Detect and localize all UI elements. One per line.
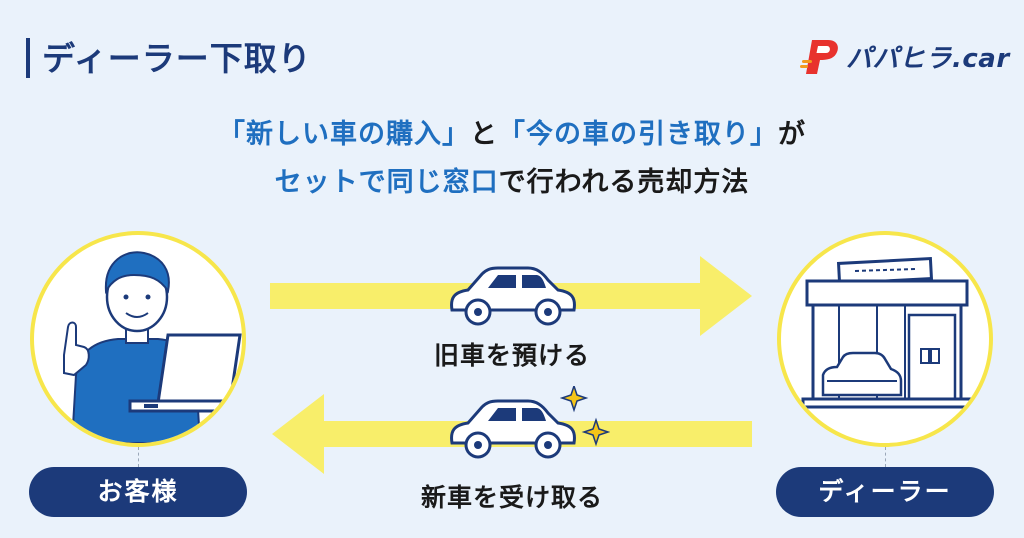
subtitle-text: と bbox=[470, 119, 498, 150]
page-title: ディーラー下取り bbox=[42, 39, 312, 78]
dealer-circle bbox=[777, 231, 993, 447]
connector-line bbox=[885, 447, 886, 467]
logo-p-icon bbox=[800, 40, 838, 74]
old-car-icon bbox=[450, 266, 576, 326]
customer-with-laptop-icon bbox=[63, 251, 242, 443]
new-car-icon bbox=[450, 399, 576, 459]
subtitle-highlight-same-window: セットで同じ窓口 bbox=[274, 167, 499, 198]
subtitle-line-2: セットで同じ窓口で行われる売却方法 bbox=[0, 160, 1024, 199]
arrow-label-hand-over-old-car: 旧車を預ける bbox=[433, 341, 590, 370]
title-accent-bar bbox=[26, 38, 30, 78]
customer-circle bbox=[30, 231, 246, 447]
dealer-label: ディーラー bbox=[776, 467, 994, 517]
sparkle-icon bbox=[560, 386, 610, 447]
connector-line bbox=[138, 447, 139, 467]
customer-label: お客様 bbox=[29, 467, 247, 517]
dealership-building-icon bbox=[801, 257, 973, 409]
arrow-label-receive-new-car: 新車を受け取る bbox=[420, 483, 603, 512]
subtitle-text: で行われる売却方法 bbox=[498, 167, 750, 198]
subtitle-text: が bbox=[778, 119, 806, 150]
subtitle-line-1: 「新しい車の購入」と「今の車の引き取り」が bbox=[0, 112, 1024, 151]
subtitle-highlight-purchase: 「新しい車の購入」 bbox=[218, 119, 470, 150]
brand-logo[interactable]: パパヒラ.car bbox=[800, 34, 1009, 78]
subtitle-highlight-tradein: 「今の車の引き取り」 bbox=[498, 119, 778, 150]
logo-text: パパヒラ.car bbox=[846, 44, 1010, 74]
